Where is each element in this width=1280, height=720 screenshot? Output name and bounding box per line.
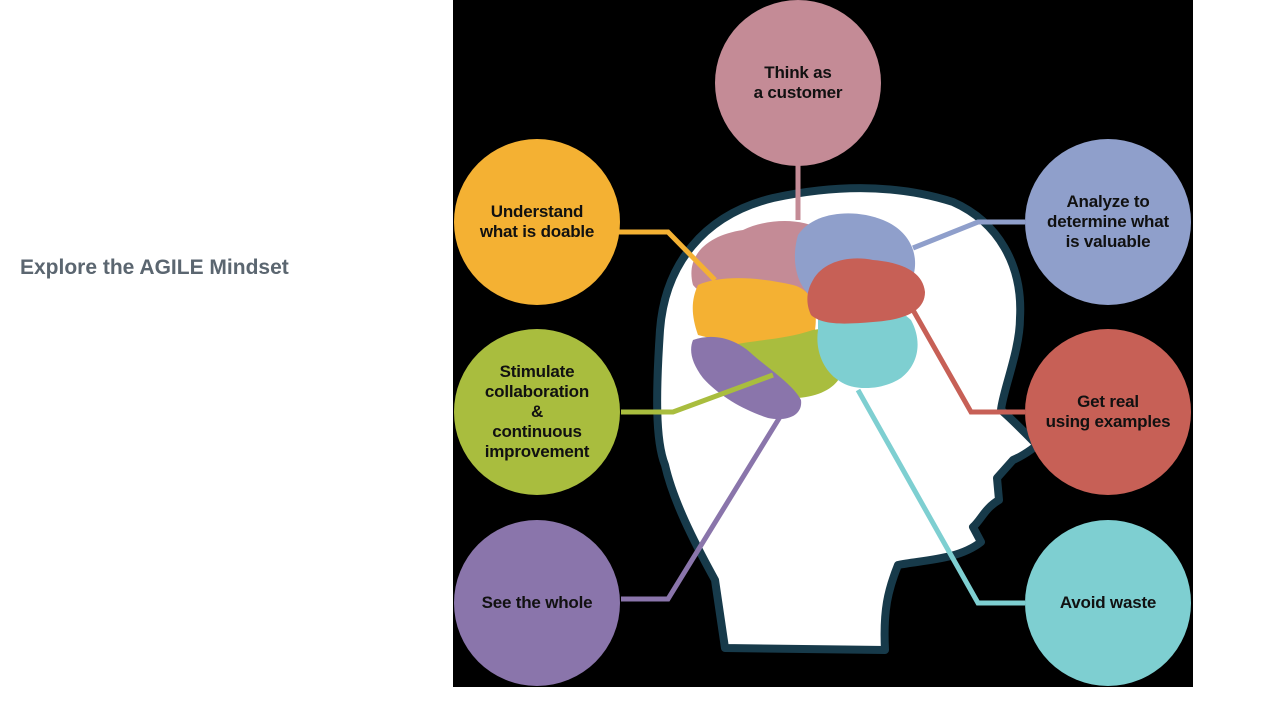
brain-lobe-yellow <box>692 278 816 354</box>
connector-avoid-waste <box>855 388 1025 606</box>
bubble-label: Analyze to determine what is valuable <box>1047 192 1169 251</box>
bubble-label: Understand what is doable <box>479 202 595 241</box>
bubble-avoid-waste: Avoid waste <box>1025 520 1191 686</box>
bubble-get-real: Get real using examples <box>1025 329 1191 495</box>
brain-lobe-purple <box>691 336 802 420</box>
bubble-think-as-customer: Think as a customer <box>715 0 881 166</box>
bubble-label: Stimulate collaboration & continuous imp… <box>484 362 590 461</box>
brain-lobe-cyan <box>817 302 918 389</box>
diagram-graphics <box>619 165 1041 654</box>
connector-stimulate-collaboration <box>621 372 774 415</box>
slide-title: Explore the AGILE Mindset <box>20 256 289 279</box>
bubble-understand-doable: Understand what is doable <box>454 139 620 305</box>
bubble-label: See the whole <box>481 593 593 612</box>
bubble-see-whole: See the whole <box>454 520 620 686</box>
connector-see-whole <box>621 410 786 602</box>
agile-mindset-diagram: Think as a customer Analyze to determine… <box>453 0 1193 687</box>
bubble-label: Get real using examples <box>1045 392 1171 431</box>
bubble-stimulate-collaboration: Stimulate collaboration & continuous imp… <box>454 329 620 495</box>
brain-lobe-red <box>807 258 925 324</box>
bubble-label: Avoid waste <box>1059 593 1157 612</box>
connector-analyze-value <box>912 219 1025 251</box>
bubble-analyze-value: Analyze to determine what is valuable <box>1025 139 1191 305</box>
connector-get-real <box>910 308 1025 415</box>
bubble-label: Think as a customer <box>753 63 843 102</box>
connector-understand-doable <box>619 229 717 282</box>
